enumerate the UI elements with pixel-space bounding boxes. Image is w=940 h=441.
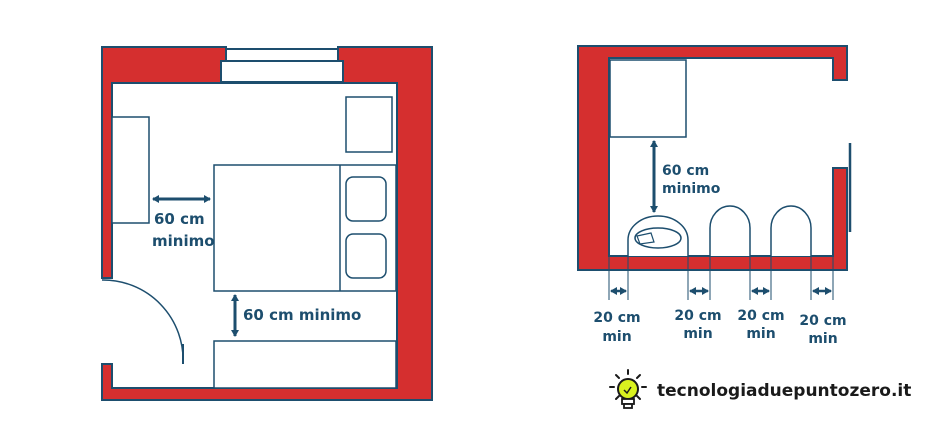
clearance-label-1-line1: 20 cm bbox=[593, 310, 640, 326]
dimension-label-bed-foot: 60 cm minimo bbox=[243, 306, 361, 324]
pillow-bottom bbox=[345, 233, 387, 279]
dimension-label-wardrobe-bed-line2: minimo bbox=[152, 232, 215, 250]
clearance-label-2-line2: min bbox=[683, 326, 712, 342]
bedroom-door bbox=[101, 279, 184, 365]
lightbulb-icon bbox=[609, 369, 647, 409]
extension-lines bbox=[608, 256, 834, 300]
dimension-label-wardrobe-bed-line1: 60 cm bbox=[154, 210, 205, 228]
clearance-label-1-line2: min bbox=[602, 329, 631, 345]
dresser-bottom bbox=[213, 340, 397, 389]
clearance-label-4-line1: 20 cm bbox=[799, 313, 846, 329]
bidet bbox=[770, 205, 812, 256]
clearance-label-3-line1: 20 cm bbox=[737, 308, 784, 324]
nightstand bbox=[345, 96, 393, 153]
clearance-label-3-line2: min bbox=[746, 326, 775, 342]
toilet bbox=[709, 205, 751, 256]
bathroom-plan: 60 cm minimo 20 cm min 20 cm min 20 cm m… bbox=[577, 45, 852, 347]
clearance-label-2-line1: 20 cm bbox=[674, 308, 721, 324]
washbasin bbox=[627, 215, 689, 256]
shower-tray bbox=[609, 59, 687, 138]
bedroom-window bbox=[220, 48, 344, 83]
wardrobe-left bbox=[111, 116, 150, 224]
pillow-top bbox=[345, 176, 387, 222]
bedroom-plan: 60 cm minimo 60 cm minimo bbox=[101, 46, 433, 401]
dimension-label-front-line2: minimo bbox=[662, 181, 721, 197]
site-name: tecnologiaduepuntozero.it bbox=[657, 381, 912, 401]
clearance-label-4-line2: min bbox=[808, 331, 837, 347]
dimension-label-front-line1: 60 cm bbox=[662, 163, 709, 179]
